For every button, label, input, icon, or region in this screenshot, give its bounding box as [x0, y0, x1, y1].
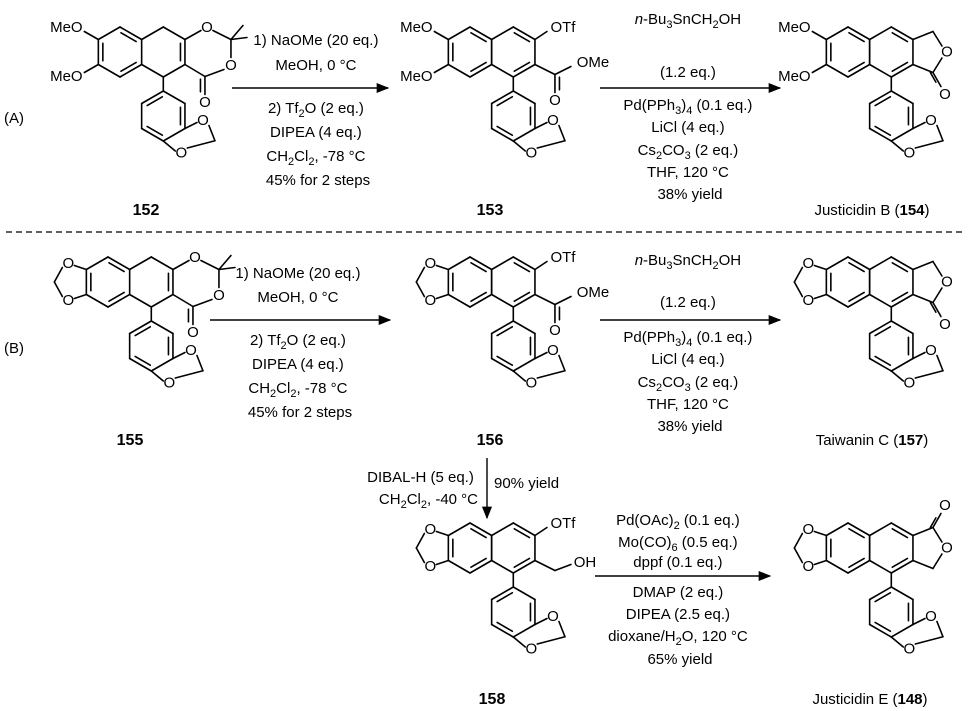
dioxole-o: O	[525, 375, 537, 392]
conditions-r6: Pd(OAc)2 (0.1 eq.) Mo(CO)6 (0.5 eq.) dpp…	[608, 512, 752, 668]
dioxole-o: O	[525, 641, 537, 658]
dioxole-o: O	[425, 292, 437, 309]
compound-148-label: Justicidin E (148)	[812, 691, 927, 708]
triflate-label: OTf	[550, 515, 576, 532]
compound-153-label: 153	[477, 202, 504, 219]
dioxole-o: O	[925, 342, 937, 359]
carbonyl-oxygen: O	[549, 322, 561, 339]
dioxole-o: O	[425, 255, 437, 272]
dioxole-o: O	[525, 145, 537, 162]
dioxole-o: O	[185, 342, 197, 359]
conditions-r4: n-Bu3SnCH2OH (1.2 eq.) Pd(PPh3)4 (0.1 eq…	[623, 252, 756, 435]
dioxole-o: O	[175, 145, 187, 162]
dioxole-o: O	[547, 342, 559, 359]
triflate-label: OTf	[550, 19, 576, 36]
carbonyl-oxygen: O	[187, 324, 199, 341]
compound-156-label: 156	[477, 432, 504, 449]
dioxole-o: O	[425, 521, 437, 538]
conditions-r1: 1) NaOMe (20 eq.) MeOH, 0 °C 2) Tf2O (2 …	[253, 32, 382, 189]
part-a-label: (A)	[4, 110, 24, 127]
dioxole-o: O	[163, 375, 175, 392]
compound-157-label: Taiwanin C (157)	[816, 432, 929, 449]
methoxy-top-label: MeO	[778, 19, 811, 36]
dioxole-o: O	[925, 112, 937, 129]
dioxole-o: O	[63, 292, 75, 309]
molecule-structures: MeOMeOOOOOOMeOMeOOOOTfOMeOMeOMeOOOOOOOOO…	[50, 19, 953, 658]
conditions-r3: 1) NaOMe (20 eq.) MeOH, 0 °C 2) Tf2O (2 …	[235, 265, 364, 421]
dioxole-o: O	[903, 145, 915, 162]
carbonyl-oxygen: O	[939, 316, 951, 333]
hydroxyl-label: OH	[574, 554, 597, 571]
dioxole-o: O	[803, 521, 815, 538]
yield-r5: 90% yield	[494, 475, 559, 492]
methoxy-top-label: MeO	[400, 19, 433, 36]
dioxole-o: O	[803, 558, 815, 575]
dioxole-o: O	[63, 255, 75, 272]
ester-methoxy-label: OMe	[577, 54, 610, 71]
dioxole-o: O	[547, 608, 559, 625]
lactone-oxygen: O	[941, 44, 953, 61]
dioxole-o: O	[803, 292, 815, 309]
compound-158-label: 158	[479, 691, 506, 708]
dioxole-o: O	[803, 255, 815, 272]
lactone-oxygen: O	[941, 540, 953, 557]
part-b-label: (B)	[4, 340, 24, 357]
dioxole-o: O	[925, 608, 937, 625]
compound-154-label: Justicidin B (154)	[814, 202, 929, 219]
conditions-r2: n-Bu3SnCH2OH (1.2 eq.) Pd(PPh3)4 (0.1 eq…	[623, 11, 756, 203]
carbonyl-oxygen: O	[939, 497, 951, 514]
dioxole-o: O	[425, 558, 437, 575]
dioxole-o: O	[903, 375, 915, 392]
methoxy-bottom-label: MeO	[400, 68, 433, 85]
compound-152-label: 152	[133, 202, 160, 219]
ring-oxygen: O	[213, 287, 225, 304]
ring-oxygen: O	[225, 57, 237, 74]
lactone-oxygen: O	[941, 274, 953, 291]
compound-155-label: 155	[117, 432, 144, 449]
carbonyl-oxygen: O	[549, 92, 561, 109]
carbonyl-oxygen: O	[199, 94, 211, 111]
ring-oxygen: O	[189, 249, 201, 266]
carbonyl-oxygen: O	[939, 86, 951, 103]
triflate-label: OTf	[550, 249, 576, 266]
methoxy-bottom-label: MeO	[778, 68, 811, 85]
dioxole-o: O	[547, 112, 559, 129]
ester-methoxy-label: OMe	[577, 284, 610, 301]
dioxole-o: O	[197, 112, 209, 129]
methoxy-bottom-label: MeO	[50, 68, 83, 85]
dioxole-o: O	[903, 641, 915, 658]
methoxy-top-label: MeO	[50, 19, 83, 36]
ring-oxygen: O	[201, 19, 213, 36]
conditions-r5: DIBAL-H (5 eq.) CH2Cl2, -40 °C	[367, 469, 478, 511]
